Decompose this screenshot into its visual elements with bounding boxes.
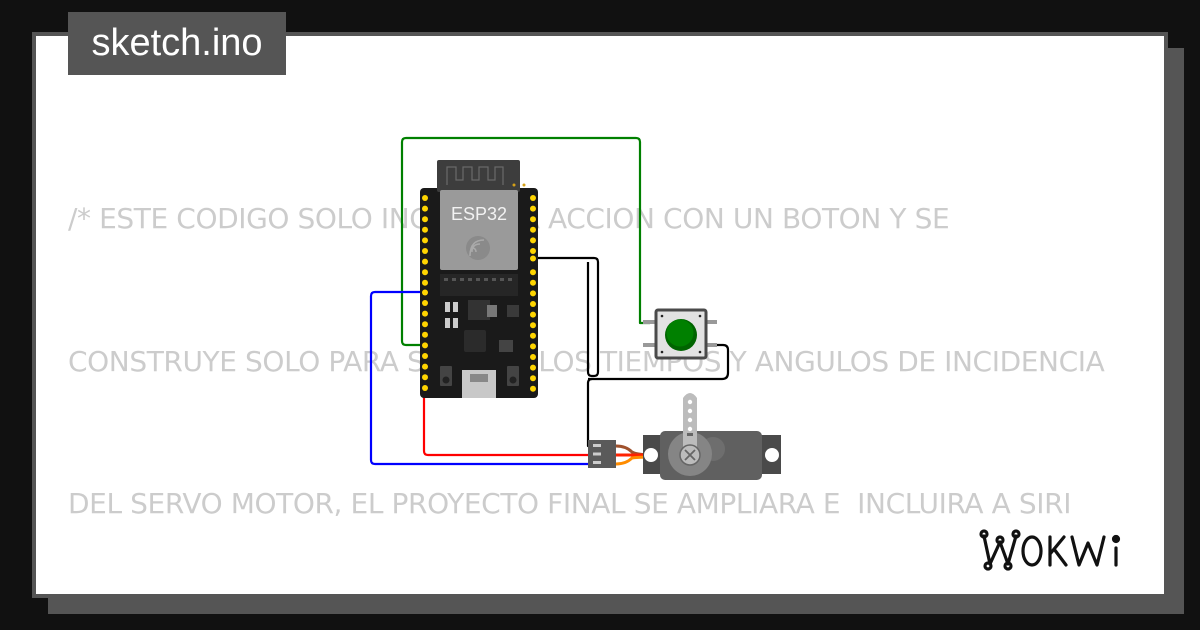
wire-black-2 <box>588 343 730 381</box>
code-preview-card: /* ESTE CODIGO SOLO INCLUYE LA ACCION CO… <box>32 32 1168 598</box>
right-header-pins <box>530 195 536 392</box>
pushbutton[interactable] <box>643 308 717 360</box>
wokwi-logo <box>979 529 1121 571</box>
wire-blue <box>369 290 592 466</box>
filename-tab: sketch.ino <box>68 12 286 75</box>
wire-black-1 <box>533 256 600 378</box>
left-header-pins <box>422 195 428 391</box>
board-label: ESP32 <box>451 204 507 224</box>
wire-green <box>400 136 650 347</box>
wires <box>369 136 730 466</box>
servo-motor <box>588 393 781 480</box>
esp32-board: ESP32 <box>420 160 538 398</box>
code-line: DEL SERVO MOTOR, EL PROYECTO FINAL SE AM… <box>68 487 1072 520</box>
wire-red <box>422 388 592 457</box>
wire-black-3 <box>586 377 593 448</box>
